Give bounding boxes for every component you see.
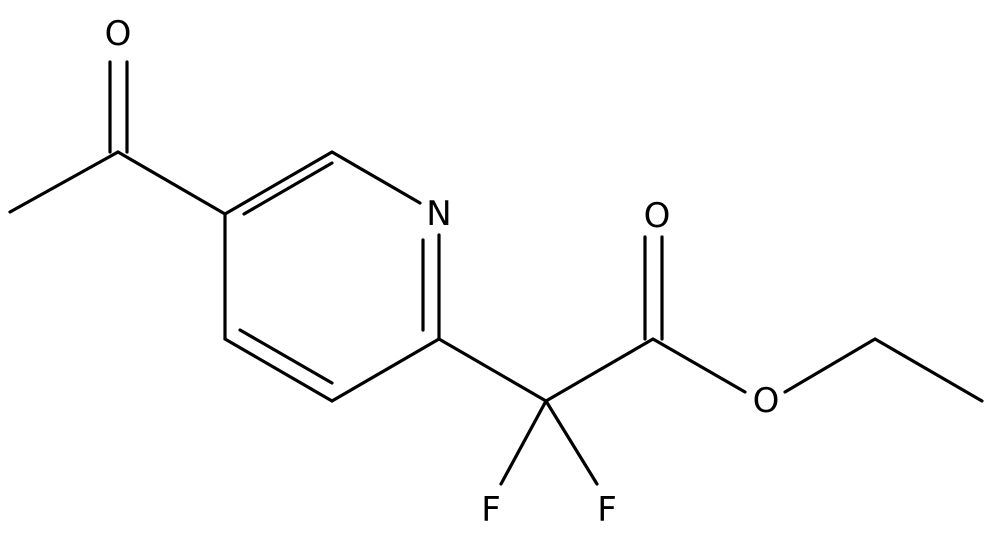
atom-label-f-left: F (481, 490, 501, 530)
atom-n-ring: N (426, 194, 451, 234)
bond-ester-o-ch2 (783, 337, 877, 394)
atom-label-o-carbonyl: O (644, 196, 671, 236)
bond-c3-c4-inner (238, 328, 334, 385)
bond-c6-n1 (330, 150, 422, 205)
bond-cf2-f-right (544, 399, 599, 486)
atom-label-o-acetyl: O (105, 14, 132, 54)
atom-label-n-ring: N (426, 194, 451, 234)
bond-cf2-carbonyl (544, 337, 655, 403)
atom-o-ester: O (753, 381, 780, 421)
bond-methyl-acetyl (8, 150, 120, 214)
bond-carbonyl-ester-o (651, 337, 747, 394)
bond-acetyl-ring (116, 150, 227, 216)
atom-f-left: F (481, 490, 501, 530)
bond-c5-c6-inner (242, 161, 334, 216)
atom-f-right: F (597, 490, 617, 530)
bond-c2-c3 (330, 337, 441, 403)
bond-ring-cf2 (437, 337, 548, 403)
atom-label-f-right: F (597, 490, 617, 530)
atom-o-acetyl: O (105, 14, 132, 54)
atom-o-carbonyl: O (644, 196, 671, 236)
bond-ch2-ch3 (873, 337, 984, 403)
bond-c3-c4 (223, 337, 334, 403)
atom-label-o-ester: O (753, 381, 780, 421)
bond-cf2-f-left (499, 399, 548, 486)
bond-c5-c6 (223, 150, 334, 216)
